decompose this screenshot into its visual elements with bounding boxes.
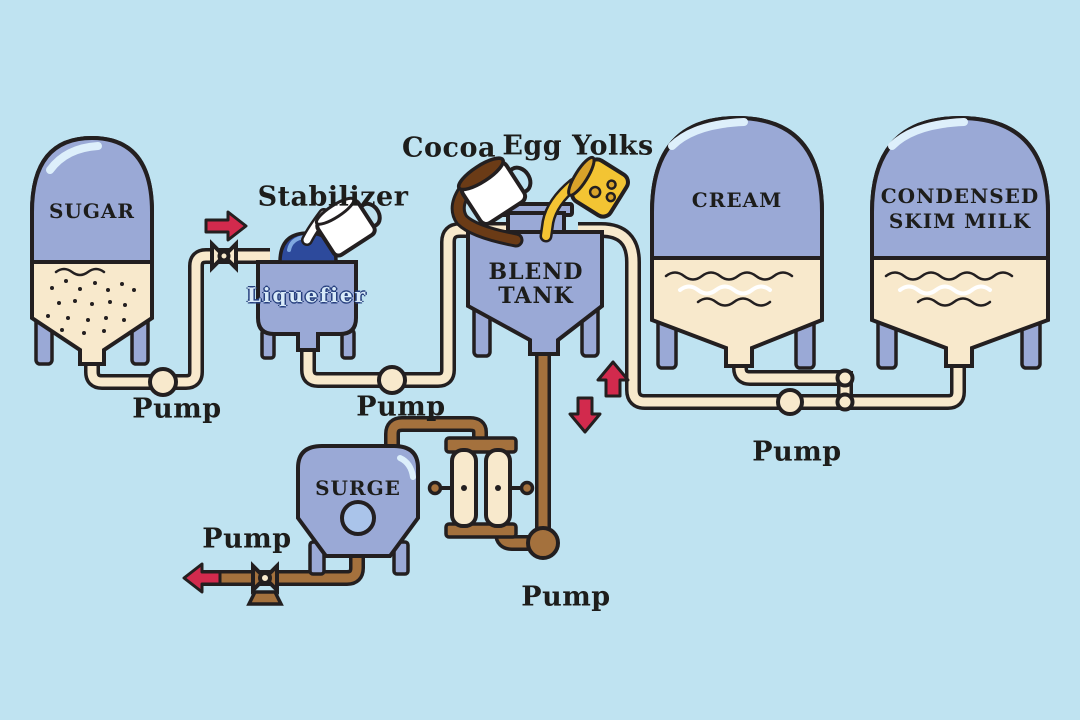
arrow-up-dairy-line [596,360,630,398]
fittings [148,239,855,606]
fitting-cross-lower [835,392,855,412]
pipe-cream-branch [732,344,845,386]
surge-sight-glass [340,500,376,536]
cream-tank-label: CREAM [691,188,783,212]
sugar-dome-shine [46,142,102,174]
stabilizer-label: Stabilizer [257,181,409,213]
valve-sugar-line [210,239,238,273]
pump-mix-line-label: Pump [521,581,611,613]
condensed-label-line2: SKIM MILK [888,209,1032,233]
surge-tank-label: SURGE [315,476,401,500]
pump-surge-line-label: Pump [202,523,292,555]
sugar-tank-label: SUGAR [48,199,136,223]
homogenizer-valve-left [427,480,443,496]
arrow-down-mix-line [568,396,602,434]
arrow-right-sugar-line [204,210,248,242]
surge-shine [397,455,416,480]
cocoa-pitcher [456,156,533,226]
pump-liquefier-line [377,365,407,395]
fitting-cross-upper [835,368,855,388]
pump-surge-line [246,561,284,606]
condensed-label-line1: CONDENSED [880,184,1040,208]
condensed-milk-tank [870,115,1050,370]
tanks [30,115,1050,576]
cocoa-pour [450,156,533,248]
stabilizer-pour [278,196,382,264]
egg-yolk-pour [539,155,630,243]
flow-arrows [182,210,630,594]
egg-yolks-label: Egg Yolks [502,130,654,162]
pump-dairy-line-label: Pump [752,436,842,468]
homogenizer-valve-right [519,480,535,496]
pump-sugar-line [148,367,178,397]
blend-tank-label-line1: BLEND [488,259,584,285]
sugar-tank [30,135,154,366]
ingredient-pours [278,155,630,264]
cocoa-label: Cocoa [402,132,496,164]
pump-sugar-line-label: Pump [132,393,222,425]
liquefier [256,260,358,360]
arrow-left-surge-line [182,562,222,594]
pump-dairy-line [776,388,804,416]
pump-mix-line [526,526,560,560]
homogenizer [427,436,535,539]
stabilizer-pitcher [314,196,382,258]
cream-tank [650,115,824,370]
cream-dome-shine [668,118,748,150]
condensed-dome-shine [888,118,968,150]
pump-liquefier-label: Pump [356,391,446,423]
egg-yolk-cup [567,155,630,219]
surge-tank [296,444,420,576]
pipes [84,222,966,586]
sugar-speckles [46,279,136,335]
liquefier-label: Liquefier [246,283,368,307]
blend-tank-label-line2: TANK [498,283,574,309]
